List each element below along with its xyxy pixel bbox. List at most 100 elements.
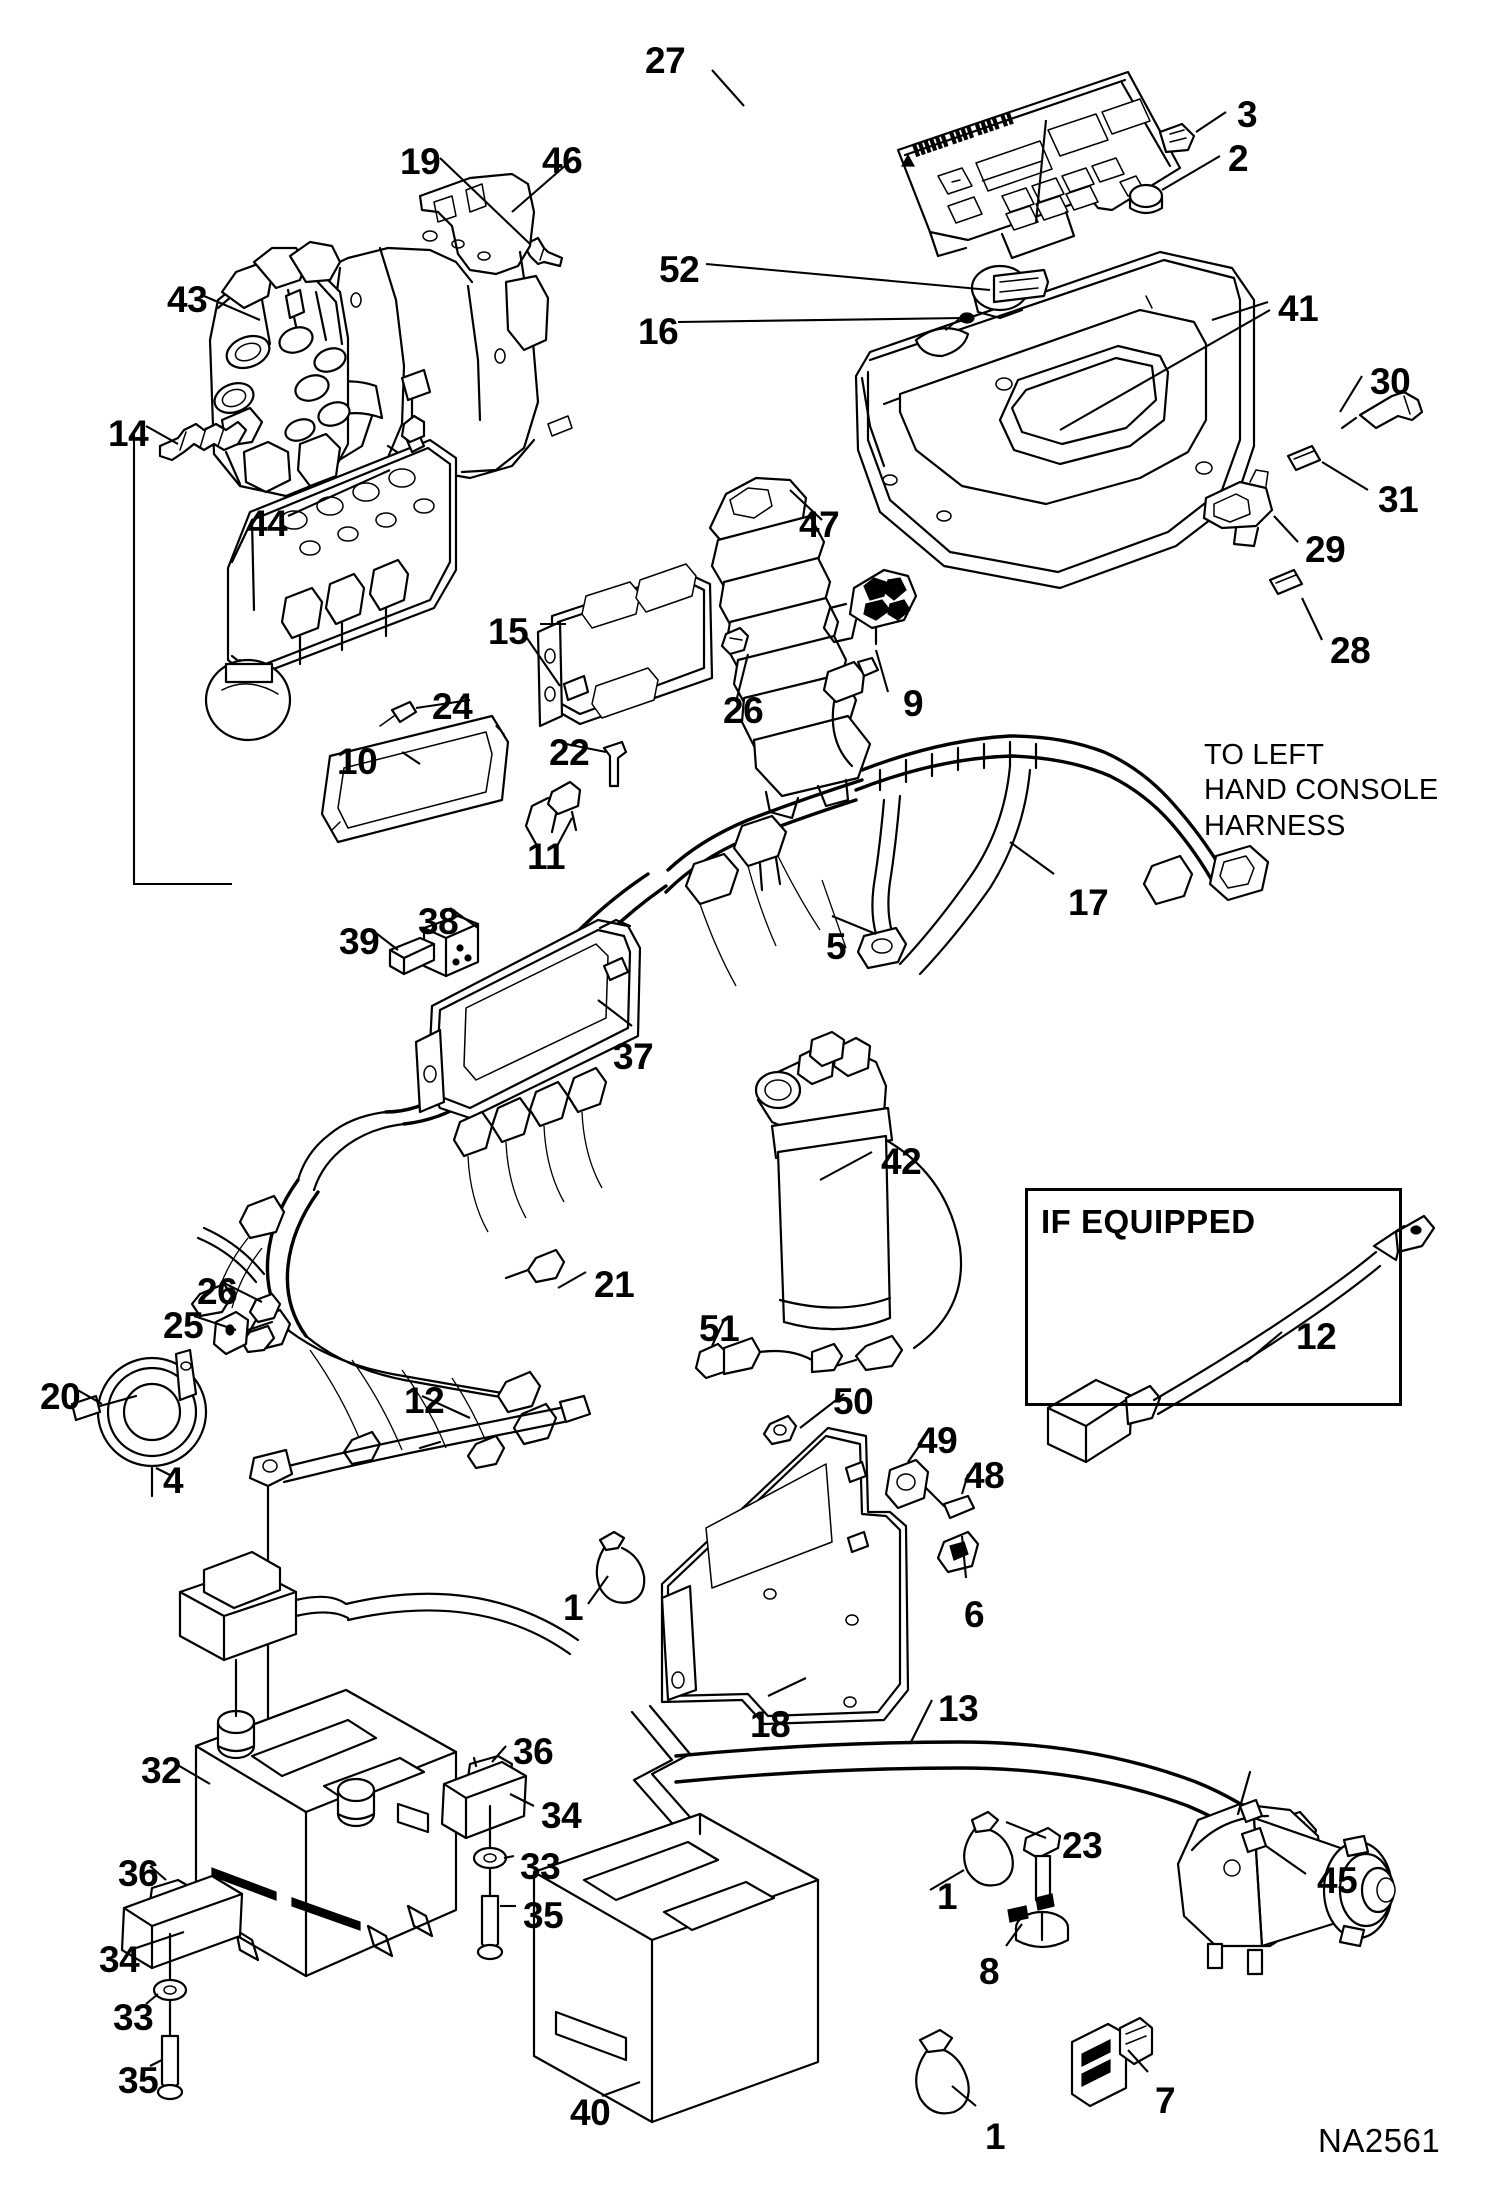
callout-2-cap: 2 bbox=[1228, 138, 1249, 179]
pressure-sensor-art bbox=[160, 422, 246, 460]
callout-26-nut: 26 bbox=[723, 690, 764, 731]
screw-22-art bbox=[604, 742, 626, 786]
callout-35-bolt: 35 bbox=[523, 1895, 564, 1936]
ignition-switch-art bbox=[972, 266, 1048, 318]
keypad-panel-art bbox=[898, 72, 1180, 258]
callout-45-starter-motor: 45 bbox=[1317, 1860, 1358, 1901]
callout-46-bracket: 46 bbox=[542, 140, 583, 181]
callout-3-knob: 3 bbox=[1237, 94, 1258, 135]
sender-switch-art bbox=[526, 782, 580, 844]
nut-26-upper-art bbox=[722, 628, 748, 654]
if-equipped-label: IF EQUIPPED bbox=[1041, 1203, 1256, 1240]
callout-50-clamp: 50 bbox=[833, 1381, 874, 1422]
starter-motor-art bbox=[1178, 1772, 1395, 1974]
callout-9-switch-assembly: 9 bbox=[903, 683, 924, 724]
callout-5-grommet: 5 bbox=[826, 926, 847, 967]
controller-module-art bbox=[538, 564, 712, 726]
if-equipped-frame bbox=[1025, 1188, 1402, 1406]
drawing-number: NA2561 bbox=[1318, 2122, 1441, 2159]
callout-49-clamp: 49 bbox=[917, 1420, 958, 1461]
callout-10-cover-plate: 10 bbox=[337, 741, 378, 782]
battery-tray-panel-art bbox=[662, 1416, 978, 1724]
callout-18-battery-tray-panel: 18 bbox=[750, 1704, 791, 1745]
joystick-handle-art bbox=[710, 478, 870, 818]
callout-1-cable-tie: 1 bbox=[563, 1587, 584, 1628]
control-valve-art bbox=[210, 242, 353, 496]
callout-7-connector-block: 7 bbox=[1155, 2080, 1176, 2121]
callout-30-terminal-pin: 30 bbox=[1370, 361, 1411, 402]
callout-38-relay: 38 bbox=[418, 901, 459, 942]
callout-52-ignition-switch: 52 bbox=[659, 249, 700, 290]
callout-19-bolt: 19 bbox=[400, 141, 441, 182]
bolt-19-art bbox=[524, 238, 562, 266]
callout-1-cable-tie: 1 bbox=[937, 1876, 958, 1917]
callout-22-screw: 22 bbox=[549, 732, 590, 773]
callout-29-connector: 29 bbox=[1305, 529, 1346, 570]
connector-block-art bbox=[1072, 2018, 1152, 2106]
callout-39-diode: 39 bbox=[339, 921, 380, 962]
callout-20-bolt: 20 bbox=[40, 1376, 81, 1417]
battery-32-art bbox=[180, 1552, 578, 1976]
relay-art bbox=[424, 916, 478, 976]
terminal-pin-30-art bbox=[1342, 392, 1422, 428]
callout-27-instrument-panel-keypad: 27 bbox=[645, 40, 686, 81]
callout-11-sender-switch: 11 bbox=[527, 836, 566, 877]
callout-16-screw: 16 bbox=[638, 311, 679, 352]
callout-15-controller-module: 15 bbox=[488, 611, 529, 652]
callout-12-ground-cable: 12 bbox=[404, 1380, 445, 1421]
ground-cable-if-equipped-art bbox=[1048, 1216, 1434, 1462]
leader-lines bbox=[74, 70, 1368, 2106]
callout-43-hydraulic-control-valve: 43 bbox=[167, 279, 208, 320]
callout-31-seal-plug: 31 bbox=[1378, 479, 1419, 520]
switch-assembly-art bbox=[824, 570, 916, 766]
diode-art bbox=[390, 938, 434, 974]
to-left-hand-console-harness-note: TO LEFT HAND CONSOLE HARNESS bbox=[1204, 739, 1439, 842]
callout-48-screw: 48 bbox=[964, 1455, 1005, 1496]
callout-40-battery: 40 bbox=[570, 2092, 611, 2133]
holddown-left-art bbox=[122, 1876, 242, 2099]
callout-12-ground-cable: 12 bbox=[1296, 1316, 1337, 1357]
callout-33-washer: 33 bbox=[520, 1846, 561, 1887]
ground-cable-left-art bbox=[250, 1396, 590, 1750]
callout-35-bolt: 35 bbox=[118, 2060, 159, 2101]
callout-13-battery-cable: 13 bbox=[938, 1688, 979, 1729]
callout-28-seal-plug: 28 bbox=[1330, 630, 1371, 671]
cable-tie-bottom-art bbox=[916, 2030, 969, 2113]
callout-34-hold-down-block: 34 bbox=[99, 1939, 140, 1980]
callout-23-bolt: 23 bbox=[1062, 1825, 1103, 1866]
seal-plug-28-art bbox=[1270, 570, 1302, 594]
callout-34-hold-down-block: 34 bbox=[541, 1795, 582, 1836]
fuse-block-art bbox=[416, 920, 640, 1232]
callout-24-screw: 24 bbox=[432, 686, 473, 727]
hydraulic-filter-art bbox=[756, 1032, 961, 1370]
callout-4-horn: 4 bbox=[163, 1460, 184, 1501]
cap-art bbox=[1130, 185, 1162, 213]
callout-44-hydraulic-manifold: 44 bbox=[247, 503, 288, 544]
cover-plate-art bbox=[322, 716, 508, 842]
knob-art bbox=[1160, 124, 1194, 152]
callout-37-fuse-block: 37 bbox=[613, 1036, 654, 1077]
callout-21-clip: 21 bbox=[594, 1264, 635, 1305]
callout-36-nut: 36 bbox=[118, 1853, 159, 1894]
callout-8-ground-stud: 8 bbox=[979, 1951, 1000, 1992]
callout-36-nut: 36 bbox=[513, 1731, 554, 1772]
callout-1-cable-tie: 1 bbox=[985, 2116, 1006, 2157]
callout-26-nut: 26 bbox=[197, 1271, 238, 1312]
manifold-art bbox=[206, 370, 456, 740]
callout-6-terminal: 6 bbox=[964, 1594, 985, 1635]
console-housing-art bbox=[856, 252, 1254, 588]
callout-42-hydraulic-filter: 42 bbox=[881, 1141, 922, 1182]
callout-14-pressure-sensor: 14 bbox=[108, 413, 149, 454]
connector-29-art bbox=[1204, 470, 1272, 546]
cable-tie-mid-art bbox=[597, 1532, 644, 1603]
ground-stud-art bbox=[964, 1812, 1068, 1947]
battery-40-art bbox=[534, 1814, 818, 2122]
horn-assembly-art bbox=[72, 1294, 280, 1496]
seal-plug-31-art bbox=[1288, 446, 1320, 470]
callout-51-pressure-switch: 51 bbox=[699, 1308, 740, 1349]
callout-41-console-housing: 41 bbox=[1278, 288, 1319, 329]
main-harness-art bbox=[298, 736, 1268, 1190]
screw-24-art bbox=[380, 702, 416, 726]
